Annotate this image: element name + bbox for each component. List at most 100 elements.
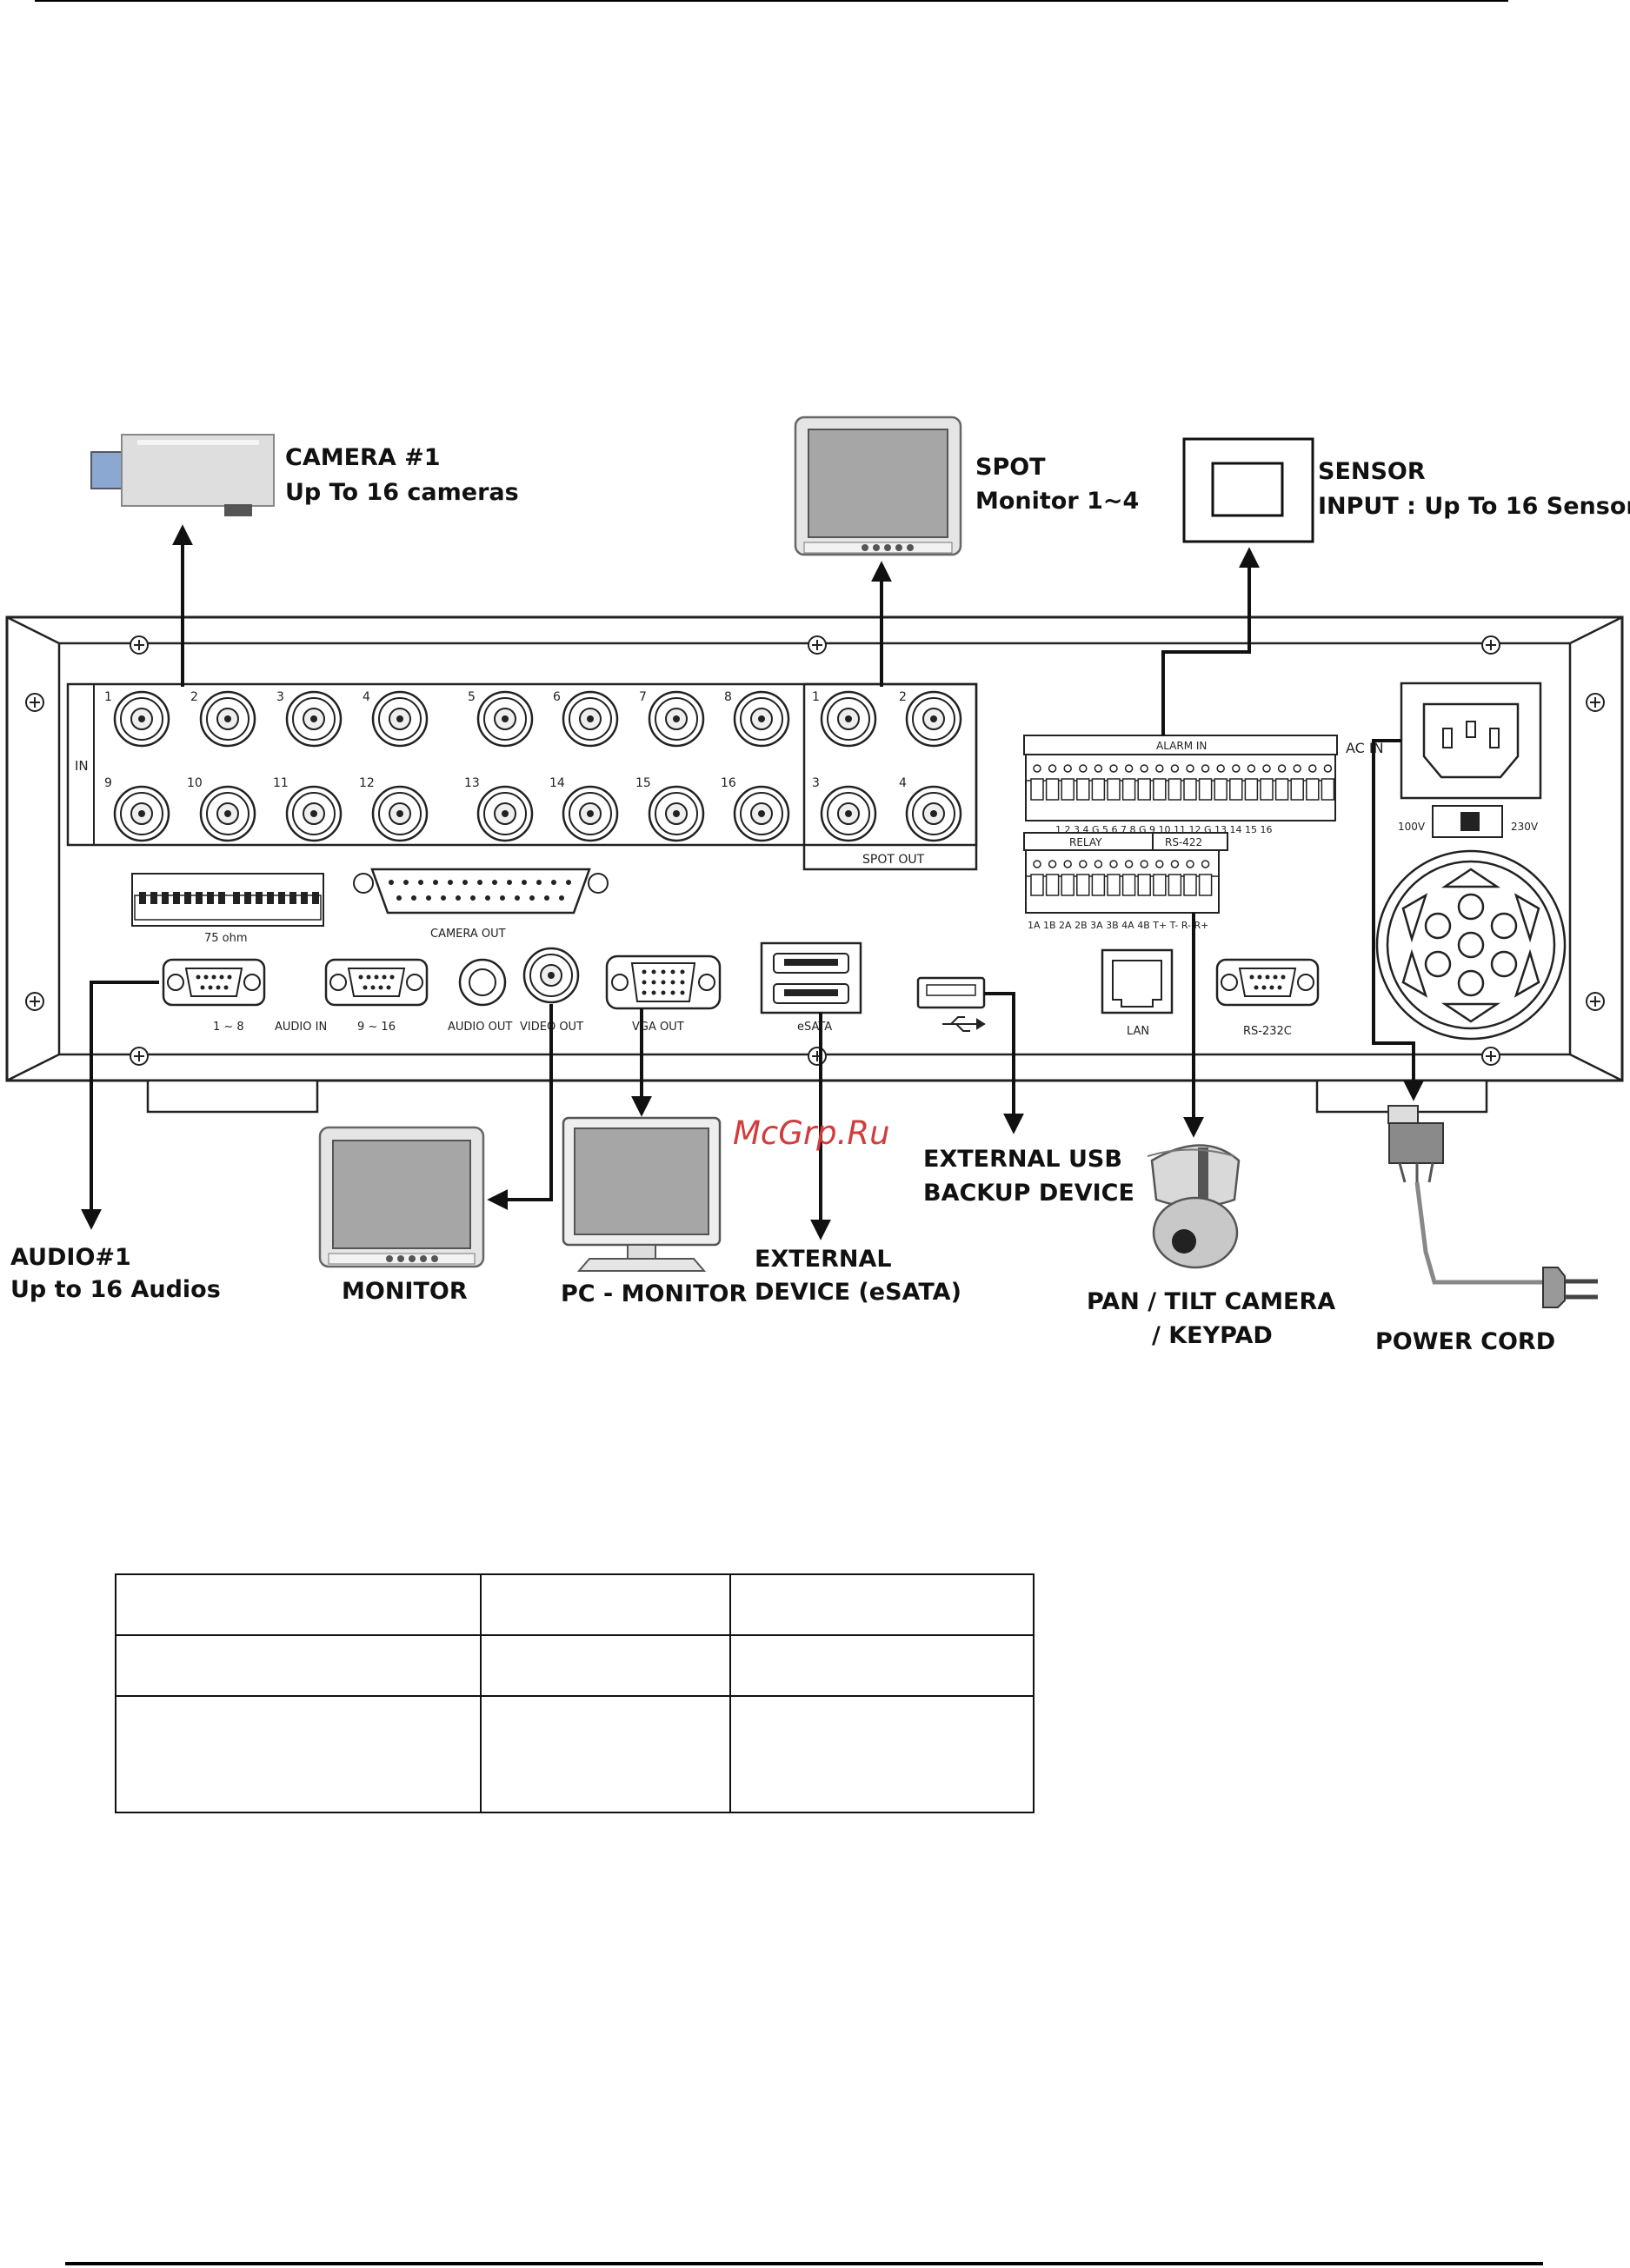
camera-input-4[interactable]	[371, 690, 429, 748]
fan-icon	[1375, 849, 1567, 1041]
camera-input-3[interactable]	[285, 690, 343, 748]
external-label-line1: EXTERNAL	[755, 1246, 892, 1273]
camera-input-11[interactable]	[285, 785, 343, 842]
audio-label-line2: Up to 16 Audios	[10, 1276, 221, 1303]
rs232c-port[interactable]	[1215, 958, 1320, 1007]
power-cord-label: POWER CORD	[1375, 1328, 1555, 1355]
camera-input-5[interactable]	[476, 690, 534, 748]
table-cell	[480, 1573, 731, 1636]
terminal-slot	[1321, 778, 1335, 801]
cam-num-4: 4	[363, 690, 370, 704]
terminal-slot	[1183, 874, 1197, 896]
terminal-slot	[1183, 778, 1197, 801]
pc-monitor-icon	[562, 1116, 722, 1272]
audio-out-port[interactable]	[458, 958, 507, 1007]
terminal-screw	[1308, 764, 1317, 773]
cam-num-15: 15	[635, 776, 651, 790]
terminal-slot	[1137, 778, 1151, 801]
relay-pins	[1030, 860, 1213, 896]
camera-input-6[interactable]	[562, 690, 619, 748]
camera-input-15[interactable]	[648, 785, 705, 842]
cam-num-14: 14	[549, 776, 565, 790]
spot-num-1: 1	[812, 690, 820, 704]
lan-port[interactable]	[1101, 948, 1174, 1014]
spot-out-1[interactable]	[820, 690, 877, 748]
audio-out-label: AUDIO OUT	[448, 1021, 512, 1034]
terminal-screw	[1124, 764, 1134, 773]
vga-out-port[interactable]	[605, 954, 722, 1010]
camera-input-14[interactable]	[562, 785, 619, 842]
table-cell	[729, 1695, 1035, 1813]
terminal-slot	[1153, 874, 1167, 896]
terminal-screw	[1186, 764, 1194, 773]
camera-input-16[interactable]	[733, 785, 790, 842]
cam-num-16: 16	[721, 776, 736, 790]
lan-label: LAN	[1127, 1025, 1149, 1038]
audio-in-9-16-port[interactable]	[324, 958, 429, 1007]
screw-icon	[808, 1047, 827, 1066]
terminal-screw	[1063, 764, 1072, 773]
relay-pin-labels: 1A 1B 2A 2B 3A 3B 4A 4B T+ T- R- R+	[1028, 920, 1208, 931]
camera-input-12[interactable]	[371, 785, 429, 842]
terminal-screw	[1216, 764, 1225, 773]
cam-num-11: 11	[273, 776, 289, 790]
sensor-label-line1: SENSOR	[1318, 458, 1426, 485]
bottom-rule	[65, 2262, 1543, 2265]
audio-in-1-8-port[interactable]	[162, 958, 266, 1007]
terminal-slot	[1260, 778, 1274, 801]
cam-num-7: 7	[639, 690, 647, 704]
terminal-screw	[1170, 860, 1180, 868]
terminal-slot	[1198, 874, 1213, 896]
terminal-screw	[1124, 860, 1134, 868]
usb-port[interactable]	[916, 976, 986, 1009]
relay-label: RELAY	[1069, 836, 1102, 848]
video-out-port[interactable]	[522, 947, 580, 1004]
camera-input-1[interactable]	[113, 690, 170, 748]
pc-monitor-label: PC - MONITOR	[561, 1280, 747, 1307]
camera-icon	[90, 434, 275, 516]
table-cell	[729, 1573, 1035, 1636]
spot-out-2[interactable]	[905, 690, 962, 748]
monitor-arrow	[487, 1004, 553, 1210]
esata-port[interactable]	[760, 941, 862, 1014]
cam-num-5: 5	[468, 690, 476, 704]
ohm-label: 75 ohm	[204, 932, 248, 945]
voltage-100v: 100V	[1398, 821, 1426, 833]
table-row	[115, 1573, 1035, 1636]
terminal-screw	[1033, 860, 1041, 868]
camera-input-9[interactable]	[113, 785, 170, 842]
camera-input-10[interactable]	[199, 785, 256, 842]
table-cell	[115, 1695, 482, 1813]
connector-lines	[81, 524, 1424, 1240]
voltage-switch[interactable]	[1432, 805, 1503, 838]
camera-input-2[interactable]	[199, 690, 256, 748]
ptz-label-line2: / KEYPAD	[1152, 1322, 1273, 1349]
termination-dip-switch[interactable]	[131, 873, 324, 927]
usb-label-line2: BACKUP DEVICE	[923, 1180, 1134, 1207]
ac-in-socket[interactable]	[1400, 682, 1542, 800]
terminal-slot	[1076, 874, 1090, 896]
terminal-screw	[1186, 860, 1194, 868]
screw-icon	[25, 693, 44, 712]
camera-out-port[interactable]	[353, 868, 609, 915]
camera-input-7[interactable]	[648, 690, 705, 748]
audio-label-line1: AUDIO#1	[10, 1244, 131, 1271]
cam-num-13: 13	[464, 776, 480, 790]
cam-num-1: 1	[104, 690, 112, 704]
monitor-label: MONITOR	[342, 1278, 468, 1305]
camera-out-label: CAMERA OUT	[430, 928, 506, 941]
audio-9-16-label: 9 ~ 16	[357, 1021, 396, 1034]
cam-num-3: 3	[276, 690, 284, 704]
spot-out-3[interactable]	[820, 785, 877, 842]
usb-icon	[942, 1016, 986, 1032]
screw-icon	[1481, 1047, 1500, 1066]
terminal-slot	[1045, 874, 1060, 896]
spot-out-4[interactable]	[905, 785, 962, 842]
camera-input-13[interactable]	[476, 785, 534, 842]
cam-num-2: 2	[190, 690, 198, 704]
terminal-slot	[1091, 778, 1106, 801]
terminal-screw	[1109, 860, 1118, 868]
camera-input-8[interactable]	[733, 690, 790, 748]
screw-icon	[1586, 693, 1605, 712]
audio-arrow	[81, 981, 159, 1230]
